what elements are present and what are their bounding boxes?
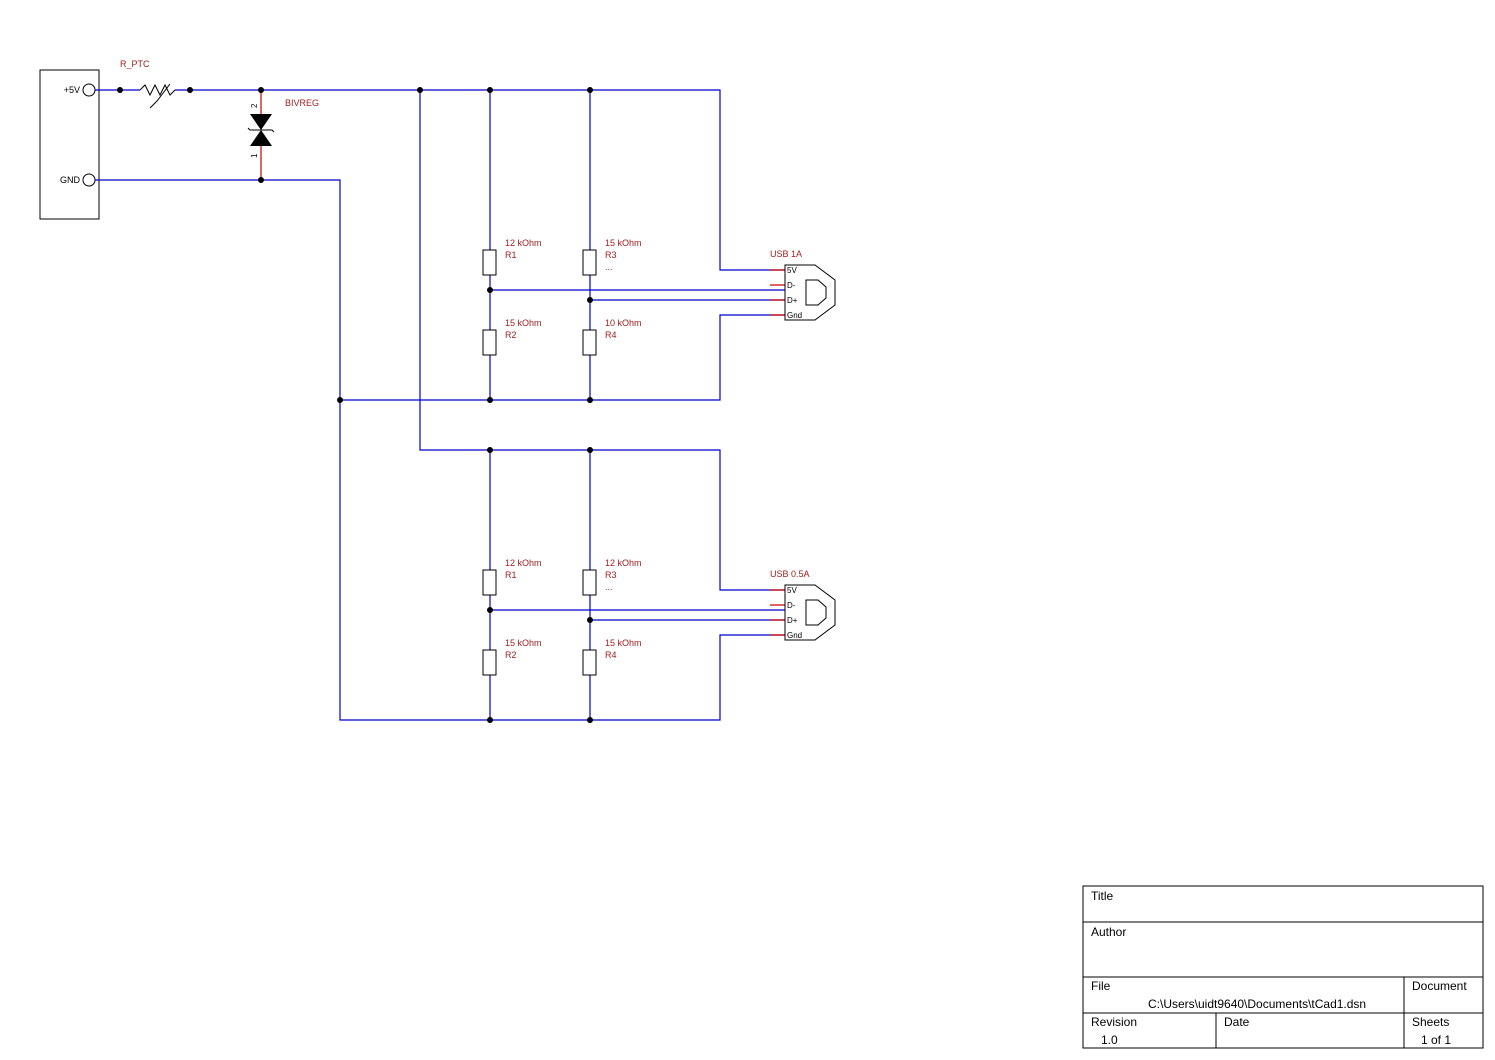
r3-ref: R3	[605, 570, 617, 580]
r3-ref: R3	[605, 250, 617, 260]
r2-ref: R2	[505, 330, 517, 340]
pin-label-gnd: GND	[60, 175, 81, 185]
r4-value: 10 kOhm	[605, 318, 642, 328]
gnd-terminal	[82, 173, 96, 187]
revision-value: 1.0	[1101, 1033, 1118, 1047]
resistor-r3	[582, 249, 597, 276]
r1-value: 12 kOhm	[505, 558, 542, 568]
usb-05a-block: 12 kOhm R1 15 kOhm R2 12 kOhm R3 ... 15 …	[482, 450, 836, 720]
usb-pin-dplus: D+	[787, 616, 798, 625]
resistor-r4	[582, 649, 597, 676]
author-caption: Author	[1091, 925, 1126, 939]
r4-ref: R4	[605, 650, 617, 660]
power-input-connector: +5V GND	[39, 69, 100, 220]
usb-pin-gnd: Gnd	[787, 631, 802, 640]
r1-ref: R1	[505, 250, 517, 260]
r1-value: 12 kOhm	[505, 238, 542, 248]
revision-caption: Revision	[1091, 1015, 1137, 1029]
connector-body	[39, 69, 100, 220]
r4-value: 15 kOhm	[605, 638, 642, 648]
r3-value: 15 kOhm	[605, 238, 642, 248]
r2-value: 15 kOhm	[505, 638, 542, 648]
power-wires	[95, 89, 785, 721]
usb-connector-1a: USB 1A 5V D- D+ Gnd	[770, 249, 836, 321]
usb-pin-gnd: Gnd	[787, 311, 802, 320]
gnd-rail	[95, 179, 785, 721]
gnd-branch	[340, 314, 785, 401]
vbus-branch	[419, 90, 785, 591]
title-caption: Title	[1091, 889, 1114, 903]
junction-dots	[117, 87, 593, 723]
r2-value: 15 kOhm	[505, 318, 542, 328]
vbus-rail	[175, 89, 785, 271]
r3-extra: ...	[605, 582, 613, 592]
sheets-value: 1 of 1	[1421, 1033, 1451, 1047]
r4-ref: R4	[605, 330, 617, 340]
pin-label-plus5v: +5V	[64, 85, 80, 95]
sheets-caption: Sheets	[1412, 1015, 1449, 1029]
diode-pin-1: 1	[250, 153, 259, 158]
resistor-r1	[482, 569, 497, 596]
tvs-diode: BIVREG 2 1	[247, 90, 319, 180]
resistor-r1	[482, 249, 497, 276]
usb-pin-dplus: D+	[787, 296, 798, 305]
resistor-r2	[482, 649, 497, 676]
file-caption: File	[1091, 979, 1111, 993]
resistor-r3	[582, 569, 597, 596]
resistor-r4	[582, 329, 597, 356]
title-block: Title Author File C:\Users\uidt9640\Docu…	[1082, 885, 1484, 1049]
usb-1a-block: 12 kOhm R1 15 kOhm R2 15 kOhm R3 ... 10 …	[482, 90, 836, 400]
file-value: C:\Users\uidt9640\Documents\tCad1.dsn	[1148, 997, 1366, 1011]
plus5v-terminal	[82, 83, 96, 97]
ptc-label: R_PTC	[120, 59, 150, 69]
r3-extra: ...	[605, 262, 613, 272]
usb-pin-dminus: D-	[787, 601, 796, 610]
r1-ref: R1	[505, 570, 517, 580]
usb-label: USB 1A	[770, 249, 802, 259]
diode-pin-2: 2	[250, 103, 259, 108]
usb-pin-5v: 5V	[787, 266, 797, 275]
usb-pin-5v: 5V	[787, 586, 797, 595]
usb-connector-05a: USB 0.5A 5V D- D+ Gnd	[770, 569, 836, 641]
document-caption: Document	[1412, 979, 1467, 993]
r2-ref: R2	[505, 650, 517, 660]
usb-pin-dminus: D-	[787, 281, 796, 290]
r3-value: 12 kOhm	[605, 558, 642, 568]
date-caption: Date	[1224, 1015, 1250, 1029]
ptc-resistor: R_PTC	[120, 59, 176, 109]
resistor-r2	[482, 329, 497, 356]
usb-label: USB 0.5A	[770, 569, 810, 579]
diode-label: BIVREG	[285, 98, 319, 108]
